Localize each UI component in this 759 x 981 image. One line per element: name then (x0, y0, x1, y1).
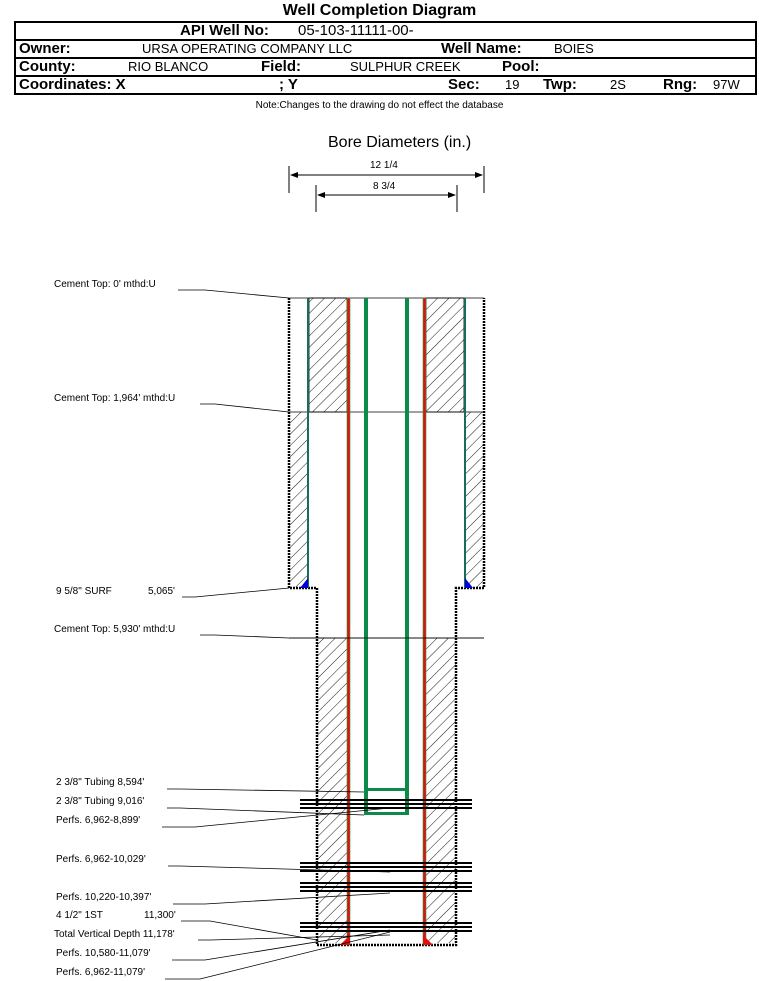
callout-total-vertical-depth: Total Vertical Depth 11,178' (54, 929, 175, 940)
surface-shoe-right (465, 578, 473, 588)
bore-diameters-title: Bore Diameters (in.) (328, 134, 472, 151)
diagram-title: Well Completion Diagram (282, 2, 477, 19)
sec-label: Sec: (448, 76, 480, 93)
owner-label: Owner: (19, 40, 71, 57)
owner-value: URSA OPERATING COMPANY LLC (142, 41, 353, 56)
callout-perfs-10220-10397: Perfs. 10,220-10,397' (56, 892, 152, 903)
perf-band-2 (300, 862, 472, 872)
bore-dimension-lines (288, 166, 485, 212)
field-value: SULPHUR CREEK (350, 59, 461, 74)
callout-surface-casing-depth: 5,065' (148, 586, 175, 597)
callout-cement-top-1964: Cement Top: 1,964' mthd:U (54, 393, 176, 404)
database-note: Note:Changes to the drawing do not effec… (255, 100, 504, 111)
twp-value: 2S (610, 77, 626, 92)
twp-label: Twp: (543, 76, 577, 93)
county-label: County: (19, 58, 76, 75)
wellbore-outline (287, 298, 486, 947)
cement-outer-left (289, 412, 308, 587)
bore-diameter-8-3-4: 8 3/4 (373, 181, 396, 192)
callout-tubing-9016: 2 3/8" Tubing 9,016' (56, 796, 145, 807)
county-row: County: RIO BLANCO Field: SULPHUR CREEK … (16, 59, 755, 77)
callout-production-casing: 4 1/2" 1ST (56, 910, 103, 921)
coordinates-row: Coordinates: X ; Y Sec: 19 Twp: 2S Rng: … (16, 77, 755, 95)
owner-row: Owner: URSA OPERATING COMPANY LLC Well N… (16, 41, 755, 59)
rng-value: 97W (713, 77, 740, 92)
well-name-label: Well Name: (441, 40, 522, 57)
callout-surface-casing: 9 5/8" SURF (56, 586, 112, 597)
leader-lines (162, 289, 484, 980)
cement-inner-left-upper (308, 297, 348, 413)
pool-label: Pool: (502, 58, 540, 75)
production-casing-right (422, 297, 427, 946)
perf-band-1 (300, 799, 472, 809)
sec-value: 19 (505, 77, 520, 92)
production-shoe-right (423, 935, 433, 945)
rng-label: Rng: (663, 76, 698, 93)
county-value: RIO BLANCO (128, 59, 209, 74)
tubing-bottom-9016 (364, 812, 409, 815)
tubing-bottom-8594 (364, 788, 409, 791)
callout-perfs-6962-11079: Perfs. 6,962-11,079' (56, 967, 146, 978)
production-casing (340, 297, 433, 946)
well-header-table: API Well No: 05-103-11111-00- Owner: URS… (14, 21, 757, 95)
cement (289, 297, 484, 943)
api-row: API Well No: 05-103-11111-00- (16, 23, 755, 41)
callout-perfs-10580-11079: Perfs. 10,580-11,079' (56, 948, 151, 959)
surface-shoe-left (300, 578, 308, 588)
perf-band-3 (300, 882, 472, 892)
cement-inner-right-upper (425, 297, 465, 413)
callout-tubing-8594: 2 3/8" Tubing 8,594' (56, 777, 145, 788)
api-label: API Well No: (180, 22, 269, 39)
tubing-left (364, 298, 368, 815)
coord-y-label: ; Y (279, 76, 298, 93)
tubing (364, 298, 409, 815)
well-name-value: BOIES (554, 41, 594, 56)
bore-diameter-12-1-4: 12 1/4 (370, 160, 398, 171)
tubing-right (405, 298, 409, 815)
cement-lower-left (317, 638, 347, 943)
field-label: Field: (261, 58, 301, 75)
coord-x-label: Coordinates: X (19, 76, 126, 93)
callout-perfs-6962-10029: Perfs. 6,962-10,029' (56, 854, 146, 865)
cement-lower-right (426, 638, 456, 943)
production-casing-left (346, 297, 351, 946)
cement-outer-right (465, 412, 484, 587)
callout-cement-top-0: Cement Top: 0' mthd:U (54, 279, 156, 290)
api-value: 05-103-11111-00- (298, 22, 414, 39)
callout-cement-top-5930: Cement Top: 5,930' mthd:U (54, 624, 176, 635)
surface-casing (300, 298, 473, 588)
callout-perfs-6962-8899: Perfs. 6,962-8,899' (56, 815, 141, 826)
callout-production-casing-depth: 11,300' (144, 910, 176, 921)
